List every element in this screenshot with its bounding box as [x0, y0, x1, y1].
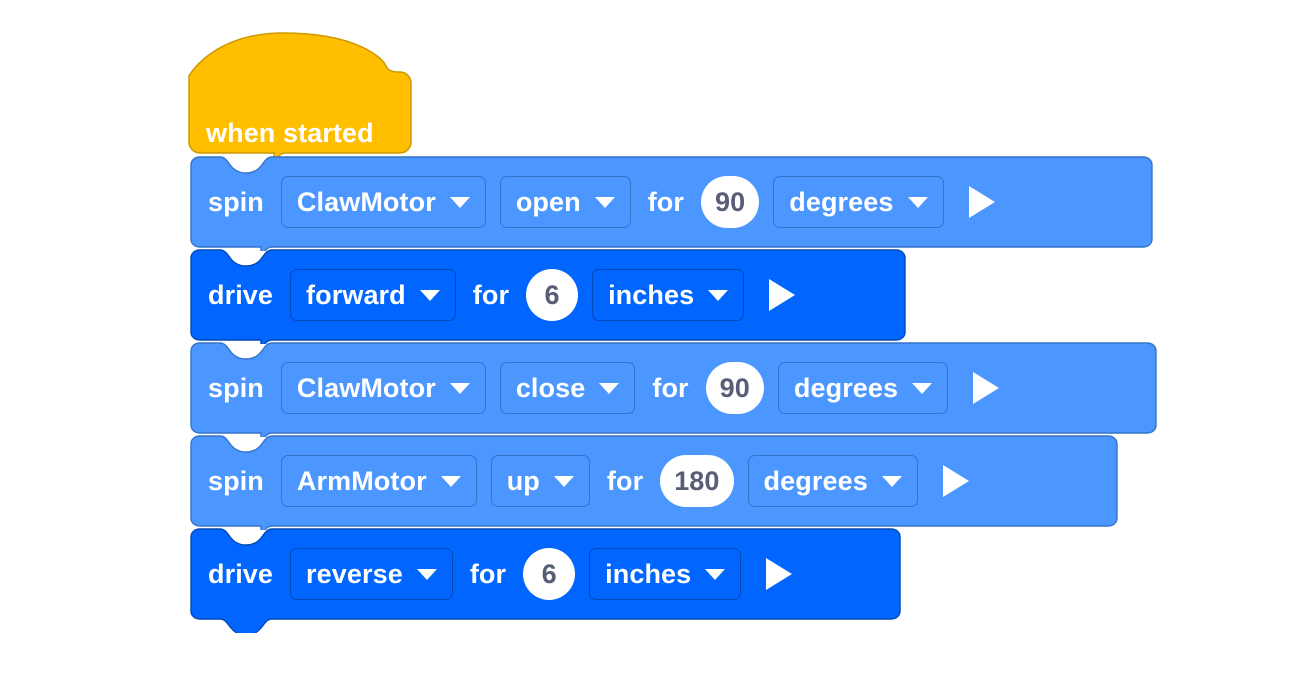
- when-started-hat-block[interactable]: when started: [188, 32, 412, 160]
- spin-block-armmotor-up[interactable]: spin ArmMotor up for 180 degrees: [190, 435, 1118, 530]
- direction-dropdown[interactable]: reverse: [290, 548, 453, 600]
- chevron-down-icon: [440, 475, 461, 487]
- chevron-down-icon: [705, 568, 726, 580]
- unit-dropdown[interactable]: inches: [592, 269, 745, 321]
- unit-dropdown-value: degrees: [763, 465, 868, 496]
- amount-input[interactable]: 180: [660, 455, 734, 507]
- unit-dropdown[interactable]: degrees: [747, 455, 918, 507]
- unit-dropdown[interactable]: inches: [589, 548, 742, 600]
- direction-dropdown[interactable]: up: [490, 455, 590, 507]
- motor-dropdown-value: ArmMotor: [296, 465, 427, 496]
- motor-dropdown-value: ClawMotor: [296, 372, 436, 403]
- play-icon[interactable]: [766, 558, 793, 590]
- chevron-down-icon: [419, 289, 440, 301]
- spin-block-clawmotor-open[interactable]: spin ClawMotor open for 90 degrees: [190, 156, 1153, 251]
- play-icon[interactable]: [968, 186, 995, 218]
- direction-dropdown-value: close: [515, 372, 586, 403]
- chevron-down-icon: [907, 196, 928, 208]
- direction-dropdown-value: forward: [306, 279, 406, 310]
- chevron-down-icon: [449, 382, 470, 394]
- amount-input[interactable]: 90: [705, 362, 764, 414]
- hat-block-label: when started: [206, 118, 374, 148]
- spin-keyword-label: spin: [208, 186, 264, 217]
- unit-dropdown[interactable]: degrees: [777, 362, 949, 414]
- for-label: for: [647, 186, 685, 217]
- unit-dropdown-value: degrees: [793, 372, 899, 403]
- for-label: for: [606, 465, 644, 496]
- direction-dropdown-value: up: [506, 465, 540, 496]
- unit-dropdown-value: inches: [608, 279, 695, 310]
- chevron-down-icon: [553, 475, 574, 487]
- for-label: for: [469, 558, 507, 589]
- motor-dropdown[interactable]: ClawMotor: [280, 362, 486, 414]
- chevron-down-icon: [881, 475, 902, 487]
- chevron-down-icon: [449, 196, 470, 208]
- chevron-down-icon: [912, 382, 933, 394]
- unit-dropdown[interactable]: degrees: [773, 176, 944, 228]
- chevron-down-icon: [416, 568, 437, 580]
- motor-dropdown[interactable]: ClawMotor: [280, 176, 486, 228]
- play-icon[interactable]: [942, 465, 969, 497]
- spin-keyword-label: spin: [208, 465, 264, 496]
- drive-keyword-label: drive: [208, 558, 274, 589]
- hat-block-shape: [188, 32, 412, 160]
- for-label: for: [472, 279, 510, 310]
- chevron-down-icon: [708, 289, 729, 301]
- play-icon[interactable]: [973, 372, 1000, 404]
- unit-dropdown-value: degrees: [789, 186, 894, 217]
- amount-input[interactable]: 90: [701, 176, 760, 228]
- motor-dropdown-value: ClawMotor: [296, 186, 436, 217]
- for-label: for: [652, 372, 689, 403]
- chevron-down-icon: [594, 196, 615, 208]
- motor-dropdown[interactable]: ArmMotor: [280, 455, 477, 507]
- play-icon[interactable]: [769, 279, 796, 311]
- drive-block-forward[interactable]: drive forward for 6 inches: [190, 249, 906, 344]
- direction-dropdown[interactable]: forward: [290, 269, 456, 321]
- direction-dropdown[interactable]: close: [499, 362, 636, 414]
- amount-input[interactable]: 6: [526, 269, 579, 321]
- unit-dropdown-value: inches: [605, 558, 692, 589]
- direction-dropdown[interactable]: open: [499, 176, 631, 228]
- spin-block-clawmotor-close[interactable]: spin ClawMotor close for 90 degrees: [190, 342, 1157, 437]
- spin-keyword-label: spin: [208, 372, 264, 403]
- drive-keyword-label: drive: [208, 279, 274, 310]
- direction-dropdown-value: reverse: [306, 558, 403, 589]
- drive-block-reverse[interactable]: drive reverse for 6 inches: [190, 528, 901, 633]
- amount-input[interactable]: 6: [523, 548, 576, 600]
- direction-dropdown-value: open: [515, 186, 581, 217]
- chevron-down-icon: [599, 382, 620, 394]
